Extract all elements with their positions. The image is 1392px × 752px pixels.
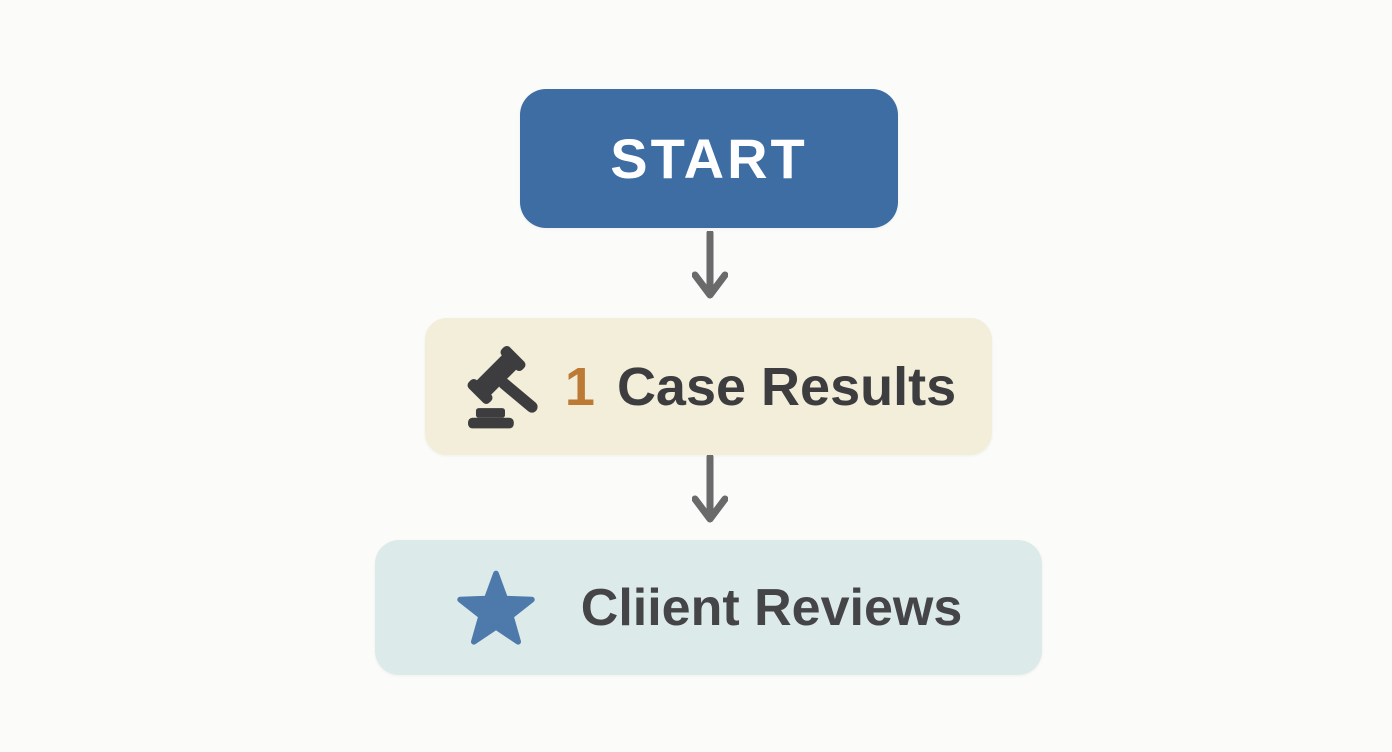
gavel-icon	[461, 343, 549, 431]
flowchart-node-client-reviews: Cliient Reviews	[375, 540, 1042, 675]
start-node-label: START	[610, 127, 808, 190]
star-icon	[455, 567, 537, 649]
case-results-label: Case Results	[616, 356, 957, 417]
down-arrow-icon	[692, 455, 728, 523]
client-reviews-label: Cliient Reviews	[580, 578, 963, 637]
flowchart-node-case-results: 1 Case Results	[425, 318, 992, 455]
case-results-count: 1	[564, 356, 595, 417]
flowchart-node-start: START	[520, 89, 898, 228]
down-arrow-icon	[692, 231, 728, 299]
